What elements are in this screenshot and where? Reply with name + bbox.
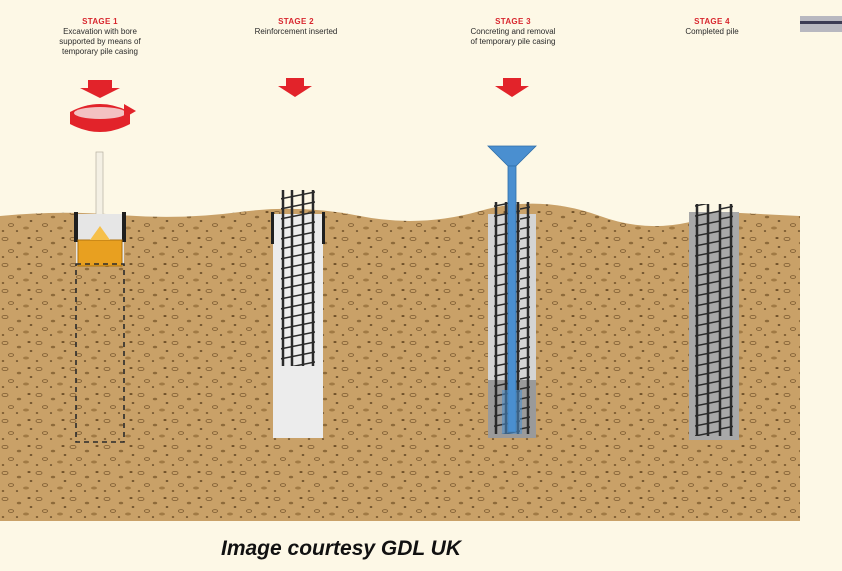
stage-1-title: STAGE 1 [82,17,118,26]
stage-4-illustration [689,204,739,440]
stage-3-illustration [487,78,537,438]
down-arrow-icon [495,78,529,97]
rotation-arrow-icon [70,80,136,132]
stage-1-illustration [70,80,136,443]
stage-4-title: STAGE 4 [694,17,730,26]
slide-corner-bar [800,16,842,32]
stage-1-header: STAGE 1 Excavation with bore supported b… [10,16,190,57]
stage-1-desc-line-2: supported by means of [59,37,141,46]
stage-4-desc-line-1: Completed pile [685,27,739,36]
stage-3-desc-line-1: Concreting and removal [470,27,556,36]
image-credit: Image courtesy GDL UK [220,537,461,560]
auger-bucket [77,239,123,267]
stage-3-title: STAGE 3 [495,17,531,26]
bore-outline [75,263,125,443]
stage-3-header: STAGE 3 Concreting and removal of tempor… [423,16,603,47]
stage-1-desc-line-1: Excavation with bore [63,27,137,36]
down-arrow-icon [278,78,312,97]
reinforcement-cage [281,190,315,366]
stage-4-header: STAGE 4 Completed pile [622,16,802,37]
reinforcement-cage [695,204,733,436]
stage-1-desc-line-3: temporary pile casing [61,47,139,56]
tremie-pipe [487,145,537,434]
stage-2-illustration [271,78,325,438]
soil-ground [0,203,800,522]
stage-2-desc-line-1: Reinforcement inserted [254,27,338,36]
stage-3-desc-line-2: of temporary pile casing [470,37,556,46]
stage-2-header: STAGE 2 Reinforcement inserted [206,16,386,37]
stage-2-title: STAGE 2 [278,17,314,26]
